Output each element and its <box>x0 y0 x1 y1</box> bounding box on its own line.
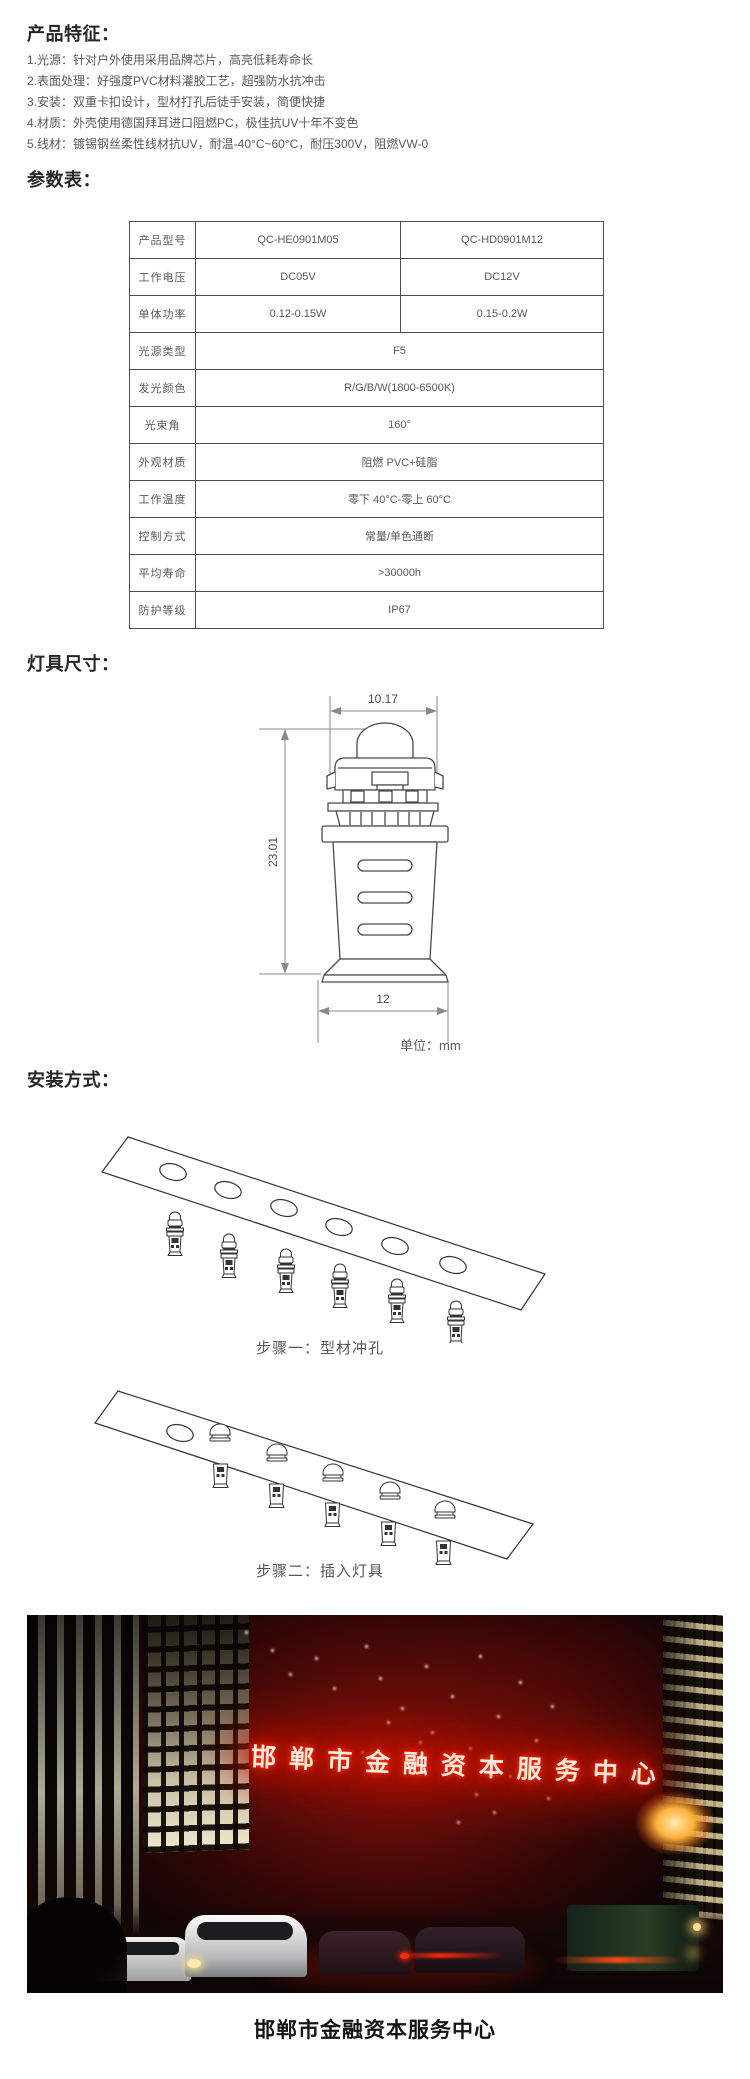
dim-base-width: 12 <box>376 992 390 1006</box>
param-value: DC12V <box>400 258 604 296</box>
param-value: 常量/单色通断 <box>195 517 604 555</box>
white-suv <box>185 1915 307 1977</box>
lamp-glyph <box>166 1211 184 1256</box>
param-label: 平均寿命 <box>129 554 196 592</box>
param-value: 160° <box>195 406 604 444</box>
param-label: 工作电压 <box>129 258 196 296</box>
lamp-dome-glyph <box>379 1481 401 1500</box>
building-left <box>27 1615 139 1943</box>
lamp-dome-glyph <box>209 1423 231 1442</box>
lamp-dome-glyph <box>434 1500 456 1519</box>
features-heading: 产品特征： <box>27 24 120 44</box>
params-heading: 参数表： <box>27 170 101 190</box>
feature-item: 5.线材：镀锡钢丝柔性线材抗UV，耐温-40°C~60°C，耐压300V，阻燃V… <box>27 137 429 151</box>
unit-label: 单位：mm <box>400 1038 461 1053</box>
photo-caption: 邯郸市金融资本服务中心 <box>254 2019 496 2042</box>
feature-item: 3.安装：双重卡扣设计，型材打孔后徒手安装，简便快捷 <box>27 95 326 109</box>
feature-list: 1.光源：针对户外使用采用品牌芯片，高亮低耗寿命长 2.表面处理：好强度PVC材… <box>27 50 428 155</box>
param-value: QC-HD0901M12 <box>400 221 604 259</box>
lamp-body-glyph <box>268 1483 285 1508</box>
param-value: F5 <box>195 332 604 370</box>
dimensions-heading: 灯具尺寸： <box>27 654 120 674</box>
lamp-dimension-drawing: 10.17 23.01 12 单位：mm <box>259 692 461 1053</box>
truck <box>553 1905 701 1971</box>
param-value: DC05V <box>195 258 401 296</box>
dim-height: 23.01 <box>266 837 280 867</box>
truck-lights <box>693 1923 701 1931</box>
lamp-body-glyph <box>380 1521 397 1546</box>
param-value: 零下 40°C-零上 60°C <box>195 480 604 518</box>
install-step1-diagram <box>101 1136 546 1343</box>
param-label: 外观材质 <box>129 443 196 481</box>
param-value: 0.12-0.15W <box>195 295 401 333</box>
suv-window <box>197 1922 293 1940</box>
step2-caption: 步骤二：插入灯具 <box>255 1563 384 1580</box>
lamp-body-glyph <box>324 1502 341 1527</box>
param-value: QC-HE0901M05 <box>195 221 401 259</box>
install-step2-diagram <box>94 1390 534 1565</box>
feature-item: 4.材质：外壳使用德国拜耳进口阻燃PC，极佳抗UV十年不变色 <box>27 116 359 130</box>
street-lamp-glow <box>623 1781 723 1865</box>
truck-tail-light <box>553 1957 683 1963</box>
table-row: 控制方式常量/单色通断 <box>129 517 604 555</box>
param-label: 产品型号 <box>129 221 196 259</box>
param-label: 单体功率 <box>129 295 196 333</box>
dim-top-width: 10.17 <box>368 692 398 706</box>
table-row: 外观材质阻燃 PVC+硅脂 <box>129 443 604 481</box>
lamp-dome-glyph <box>322 1463 344 1482</box>
param-value: 0.15-0.2W <box>400 295 604 333</box>
pedestrian-silhouette <box>27 1897 127 1993</box>
installation-heading: 安装方式： <box>27 1070 120 1090</box>
table-row: 平均寿命>30000h <box>129 554 604 592</box>
param-label: 工作温度 <box>129 480 196 518</box>
param-value: 阻燃 PVC+硅脂 <box>195 443 604 481</box>
param-value: >30000h <box>195 554 604 592</box>
suv-headlight <box>187 1959 201 1968</box>
table-row: 工作温度零下 40°C-零上 60°C <box>129 480 604 518</box>
param-label: 发光颜色 <box>129 369 196 407</box>
dark-car <box>415 1927 525 1973</box>
param-label: 光源类型 <box>129 332 196 370</box>
param-label: 光束角 <box>129 406 196 444</box>
feature-item: 2.表面处理：好强度PVC材料灌胶工艺，超强防水抗冲击 <box>27 74 326 88</box>
point-lights <box>27 1615 30 1618</box>
lamp-glyph <box>388 1278 406 1323</box>
param-label: 控制方式 <box>129 517 196 555</box>
param-value: R/G/B/W(1800-6500K) <box>195 369 604 407</box>
lamp-glyph <box>277 1248 295 1293</box>
application-photo: 邯郸市金融资本服务中心 <box>27 1615 723 1993</box>
tail-light-streak <box>395 1953 505 1958</box>
feature-item: 1.光源：针对户外使用采用品牌芯片，高亮低耗寿命长 <box>27 53 314 67</box>
param-label: 防护等级 <box>129 591 196 629</box>
lamp-glyph <box>331 1263 349 1308</box>
lamp-body-glyph <box>212 1463 229 1488</box>
step1-caption: 步骤一：型材冲孔 <box>255 1340 384 1357</box>
lamp-dome-glyph <box>266 1443 288 1462</box>
param-value: IP67 <box>195 591 604 629</box>
lamp-glyph <box>220 1233 238 1278</box>
